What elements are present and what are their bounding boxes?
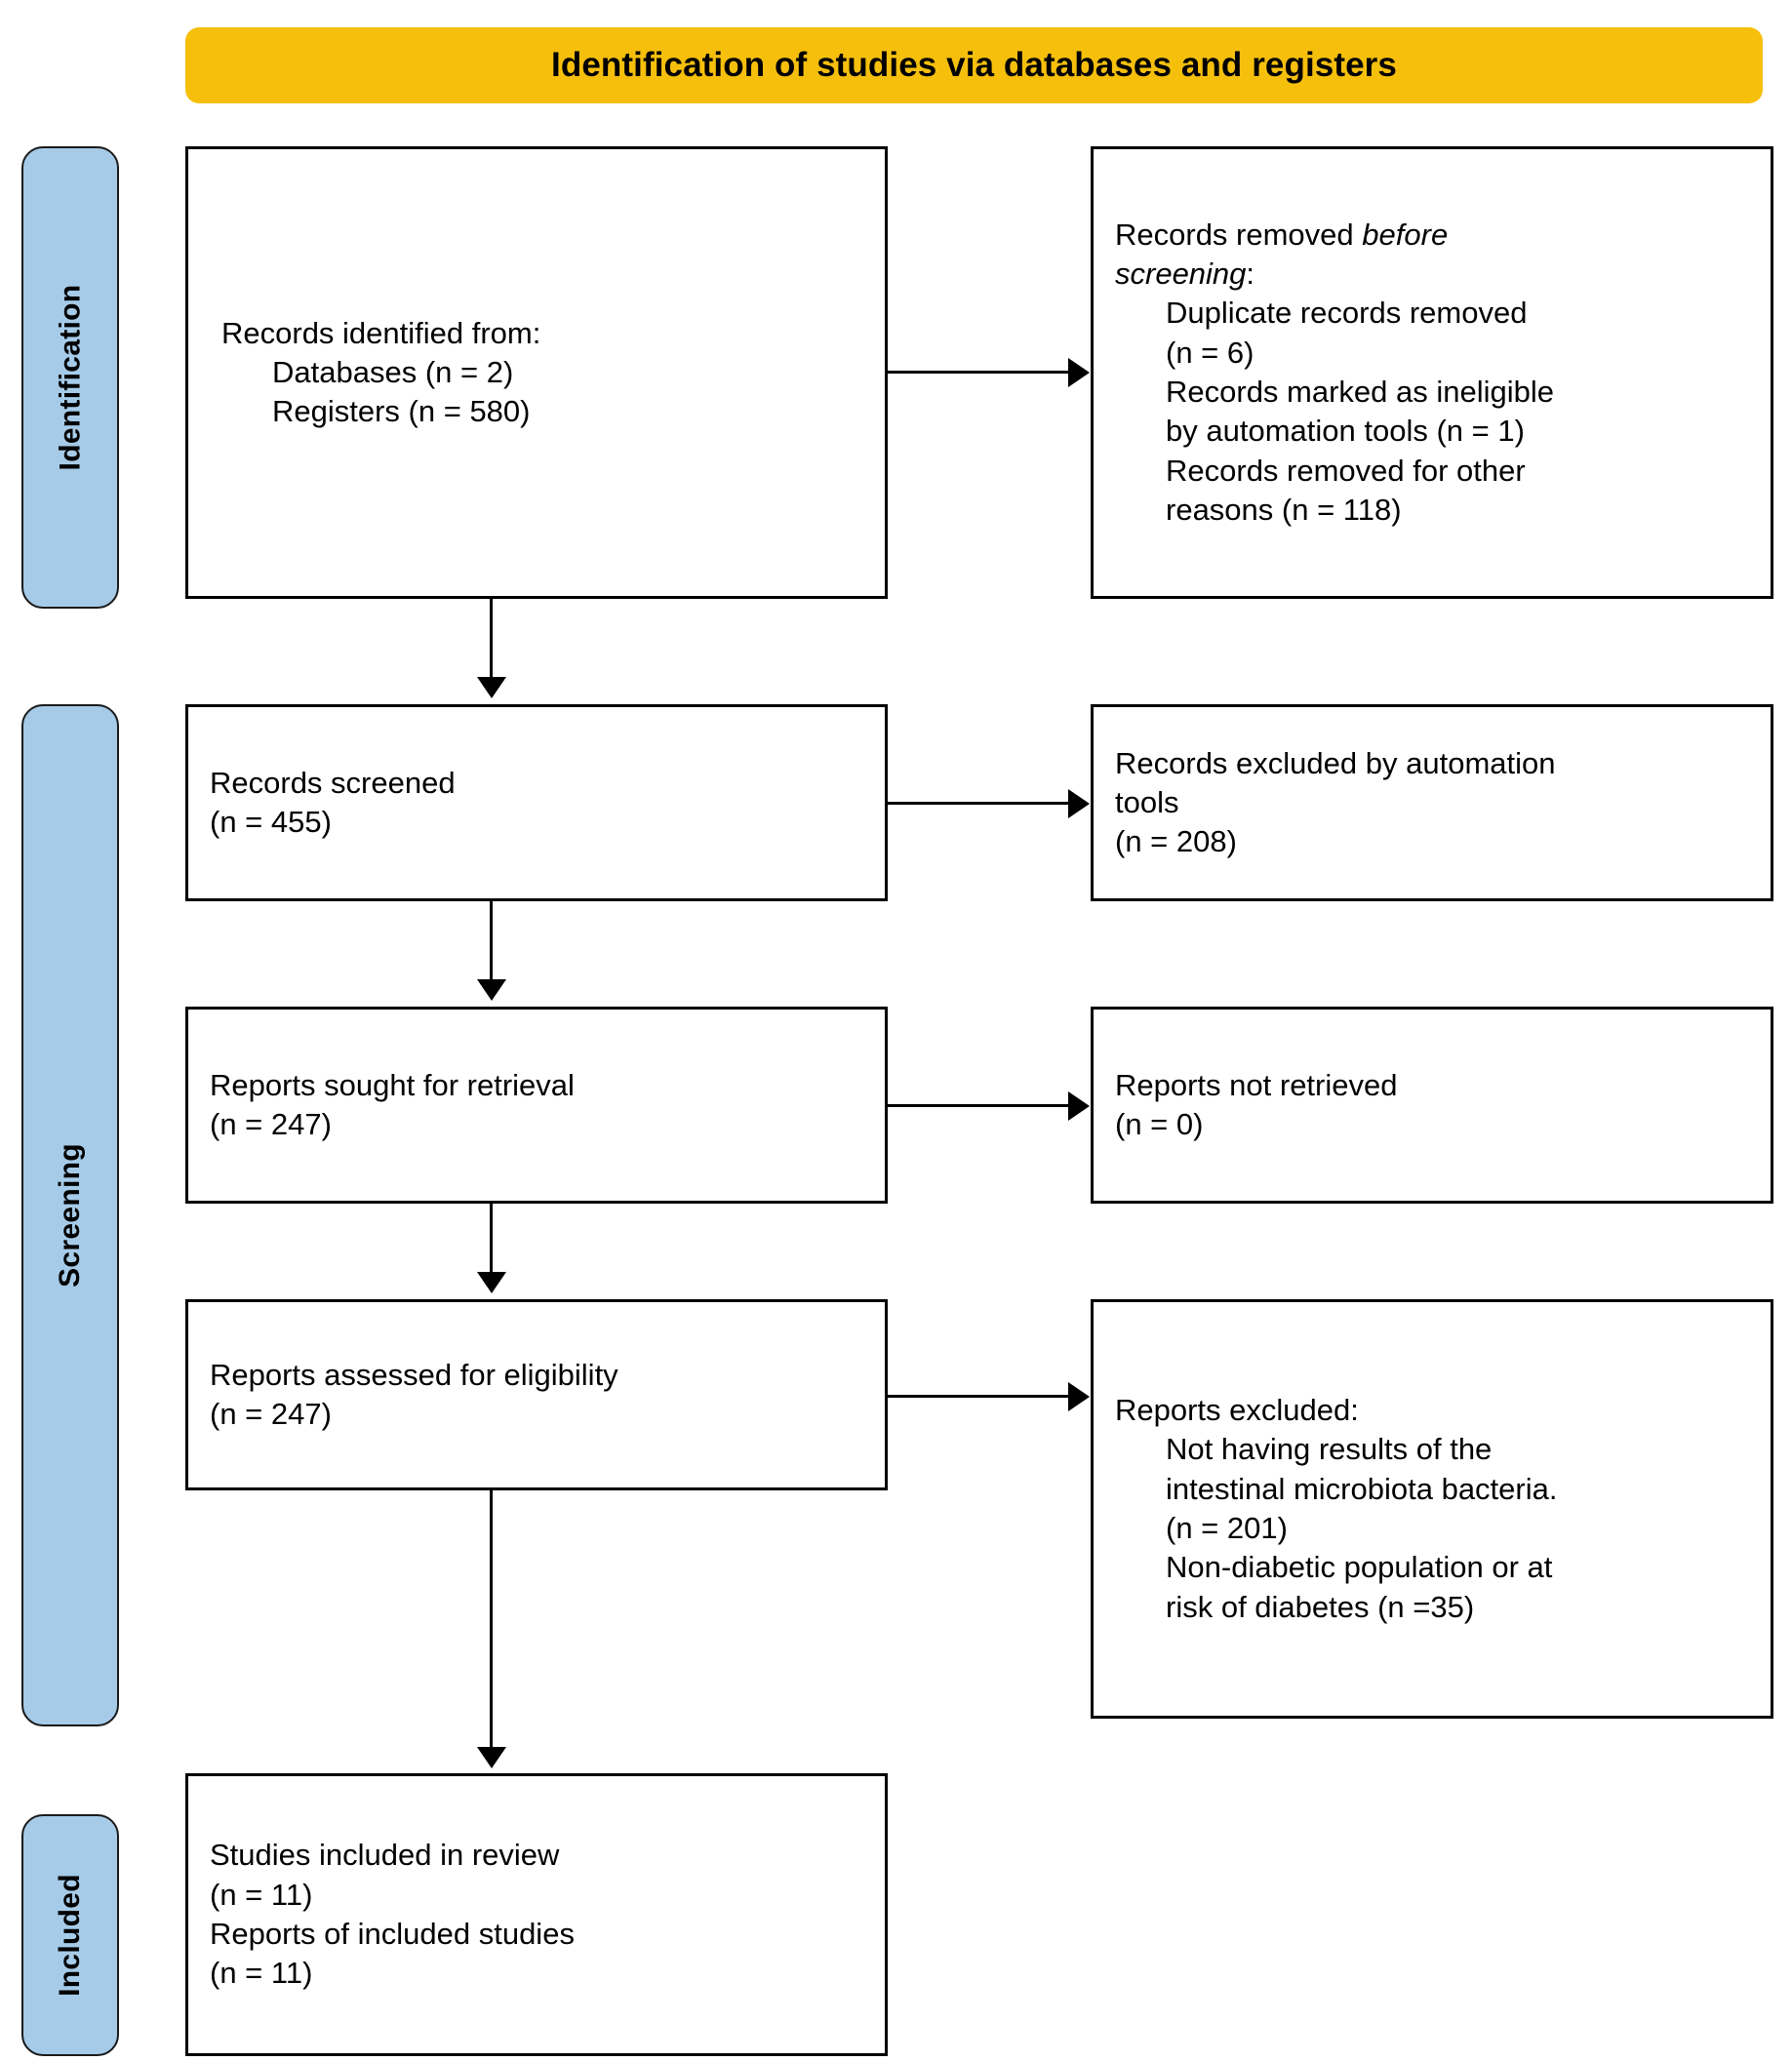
- records-removed-line-2: screening:: [1115, 255, 1749, 294]
- reports-assessed-line-2: (n = 247): [210, 1397, 332, 1431]
- reports-sought-line-1: Reports sought for retrieval: [210, 1067, 575, 1102]
- records-excluded-line-2: tools: [1115, 784, 1179, 819]
- records-removed-line-6: by automation tools (n = 1): [1166, 414, 1525, 449]
- box-records-screened: Records screened (n = 455): [185, 704, 888, 901]
- box-studies-included-in-review: Studies included in review (n = 11) Repo…: [185, 1773, 888, 2056]
- records-removed-line-2-colon: :: [1246, 257, 1255, 292]
- reports-excluded-line-3: intestinal microbiota bacteria.: [1166, 1471, 1558, 1506]
- records-removed-line-5: Records marked as ineligible: [1166, 375, 1555, 409]
- arrow-assessed-to-excluded: [888, 1395, 1073, 1398]
- arrow-sought-to-assessed: [490, 1204, 493, 1277]
- arrow-assessed-to-included: [490, 1490, 493, 1752]
- stage-tab-included-label: Included: [54, 1874, 86, 1997]
- box-records-identified: Records identified from: Databases (n = …: [185, 146, 888, 599]
- stage-tab-identification-label: Identification: [54, 284, 86, 471]
- reports-not-retrieved-line-1: Reports not retrieved: [1115, 1067, 1398, 1102]
- diagram-header-banner: Identification of studies via databases …: [185, 27, 1763, 103]
- records-identified-line-3: Registers (n = 580): [272, 394, 531, 429]
- box-records-removed-before-screening: Records removed before screening: Duplic…: [1091, 146, 1773, 599]
- box-reports-not-retrieved: Reports not retrieved (n = 0): [1091, 1007, 1773, 1204]
- studies-included-line-1: Studies included in review: [210, 1838, 560, 1873]
- reports-assessed-line-1: Reports assessed for eligibility: [210, 1357, 618, 1392]
- records-removed-line-2-italic: screening: [1115, 257, 1247, 292]
- records-removed-line-4: (n = 6): [1166, 335, 1254, 370]
- studies-included-line-4: (n = 11): [210, 1956, 313, 1991]
- reports-excluded-line-4: (n = 201): [1166, 1511, 1288, 1545]
- records-removed-line-1: Records removed before: [1115, 216, 1749, 255]
- reports-excluded-line-5: Non-diabetic population or at: [1166, 1550, 1553, 1585]
- diagram-title: Identification of studies via databases …: [551, 46, 1397, 84]
- arrow-screened-to-sought: [490, 901, 493, 984]
- arrow-identified-to-screened: [490, 599, 493, 682]
- arrow-sought-to-not-retrieved: [888, 1104, 1073, 1107]
- box-records-excluded-by-automation: Records excluded by automation tools (n …: [1091, 704, 1773, 901]
- records-excluded-line-1: Records excluded by automation: [1115, 745, 1556, 780]
- arrow-screened-to-excluded: [888, 802, 1073, 805]
- studies-included-line-3: Reports of included studies: [210, 1917, 575, 1951]
- stage-tab-included: Included: [21, 1814, 119, 2056]
- records-screened-line-1: Records screened: [210, 765, 456, 800]
- reports-not-retrieved-line-2: (n = 0): [1115, 1107, 1204, 1141]
- reports-excluded-line-6: risk of diabetes (n =35): [1166, 1589, 1475, 1624]
- records-removed-line-1-italic: before: [1362, 217, 1449, 252]
- stage-tab-screening: Screening: [21, 704, 119, 1726]
- stage-tab-identification: Identification: [21, 146, 119, 609]
- records-identified-line-1: Records identified from:: [221, 315, 541, 350]
- studies-included-line-2: (n = 11): [210, 1877, 313, 1912]
- stage-tab-screening-label: Screening: [54, 1143, 86, 1288]
- box-reports-excluded: Reports excluded: Not having results of …: [1091, 1299, 1773, 1719]
- arrow-identified-to-removed: [888, 371, 1073, 374]
- box-reports-assessed-for-eligibility: Reports assessed for eligibility (n = 24…: [185, 1299, 888, 1490]
- box-reports-sought-for-retrieval: Reports sought for retrieval (n = 247): [185, 1007, 888, 1204]
- reports-excluded-line-1: Reports excluded:: [1115, 1393, 1359, 1428]
- records-removed-line-7: Records removed for other: [1166, 453, 1526, 488]
- reports-excluded-line-2: Not having results of the: [1166, 1432, 1493, 1467]
- reports-sought-line-2: (n = 247): [210, 1107, 332, 1141]
- records-identified-line-2: Databases (n = 2): [272, 354, 514, 389]
- records-removed-line-8: reasons (n = 118): [1166, 492, 1402, 527]
- records-removed-line-1-text: Records removed: [1115, 217, 1363, 252]
- records-excluded-line-3: (n = 208): [1115, 824, 1237, 859]
- records-screened-line-2: (n = 455): [210, 805, 332, 839]
- records-removed-line-3: Duplicate records removed: [1166, 296, 1528, 331]
